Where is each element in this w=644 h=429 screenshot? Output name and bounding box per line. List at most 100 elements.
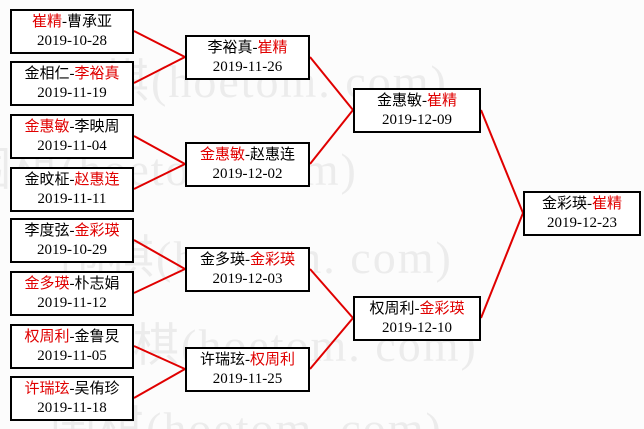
player-name: 金相仁	[24, 66, 70, 82]
player-separator: -	[245, 147, 250, 163]
match-date: 2019-11-25	[212, 371, 283, 387]
player-name: 金多瑛	[24, 276, 70, 292]
match-date: 2019-10-29	[37, 242, 107, 258]
player-name: 金旼柾	[24, 172, 70, 188]
match-box-r1-5: 李度弦-金彩瑛 2019-10-29	[10, 218, 134, 263]
player-separator: -	[69, 172, 75, 188]
connector-line	[480, 212, 524, 319]
player-name: 金彩瑛	[541, 196, 587, 212]
player-separator: -	[245, 252, 250, 268]
match-box-r1-1: 崔精-曹承亚 2019-10-28	[10, 9, 134, 54]
connector-line	[309, 109, 354, 165]
match-date: 2019-12-09	[382, 112, 452, 128]
match-box-r1-7: 权周利-金鲁炅 2019-11-05	[10, 324, 134, 369]
match-players: 金相仁-李裕真	[12, 65, 132, 84]
match-date: 2019-10-28	[37, 33, 107, 49]
match-players: 金惠敏-崔精	[355, 92, 479, 111]
match-date: 2019-11-18	[37, 400, 107, 416]
player-name: 吴侑珍	[74, 381, 120, 397]
match-box-final: 金彩瑛-崔精 2019-12-23	[523, 191, 641, 236]
match-box-r1-4: 金旼柾-赵惠连 2019-11-11	[10, 167, 134, 212]
player-name: 李度弦	[24, 223, 70, 239]
player-name: 崔精	[592, 196, 623, 212]
connector-line	[133, 135, 186, 165]
player-name: 金惠敏	[376, 93, 422, 109]
player-name: 赵惠连	[250, 147, 296, 163]
player-separator: -	[69, 66, 75, 82]
player-name: 许瑞玹	[199, 352, 245, 368]
match-date: 2019-12-03	[212, 271, 283, 287]
match-box-r2-3: 金多瑛-金彩瑛 2019-12-03	[185, 247, 310, 292]
player-separator: -	[69, 381, 75, 397]
player-separator: -	[422, 93, 427, 109]
match-players: 金旼柾-赵惠连	[12, 171, 132, 190]
connector-line	[133, 268, 186, 294]
player-separator: -	[69, 276, 75, 292]
match-players: 权周利-金鲁炅	[12, 328, 132, 347]
match-date: 2019-11-19	[37, 85, 107, 101]
match-players: 金彩瑛-崔精	[525, 195, 639, 214]
connector-line	[309, 268, 354, 319]
connector-line	[133, 239, 186, 270]
player-separator: -	[252, 40, 258, 56]
match-box-r2-1: 李裕真-崔精 2019-11-26	[185, 35, 310, 80]
player-name: 曹承亚	[67, 14, 113, 30]
match-players: 许瑞玹-权周利	[187, 351, 308, 370]
player-name: 金彩瑛	[250, 252, 296, 268]
player-name: 金多瑛	[199, 252, 245, 268]
player-name: 金鲁炅	[74, 329, 120, 345]
player-name: 金惠敏	[24, 119, 70, 135]
connector-line	[133, 368, 186, 399]
player-name: 李映周	[74, 119, 120, 135]
player-separator: -	[587, 196, 592, 212]
connector-line	[309, 317, 354, 370]
player-name: 崔精	[31, 14, 62, 30]
match-box-r1-3: 金惠敏-李映周 2019-11-04	[10, 114, 134, 159]
match-box-r1-8: 许瑞玹-吴侑珍 2019-11-18	[10, 376, 134, 421]
player-separator: -	[245, 352, 250, 368]
match-players: 崔精-曹承亚	[12, 13, 132, 32]
match-players: 金多瑛-金彩瑛	[187, 251, 308, 270]
player-name: 李裕真	[74, 66, 120, 82]
player-name: 赵惠连	[74, 172, 120, 188]
match-box-sf-1: 金惠敏-崔精 2019-12-09	[353, 88, 481, 133]
player-name: 崔精	[257, 40, 288, 56]
player-separator: -	[62, 14, 67, 30]
player-name: 李裕真	[207, 40, 253, 56]
connector-line	[133, 163, 186, 190]
match-players: 金惠敏-赵惠连	[187, 146, 308, 165]
player-separator: -	[414, 301, 420, 317]
match-date: 2019-12-10	[382, 320, 452, 336]
match-players: 李裕真-崔精	[187, 39, 308, 58]
match-box-sf-2: 权周利-金彩瑛 2019-12-10	[353, 296, 481, 341]
match-date: 2019-11-05	[37, 348, 107, 364]
match-players: 金惠敏-李映周	[12, 118, 132, 137]
match-date: 2019-11-12	[37, 295, 107, 311]
connector-line	[133, 56, 186, 84]
player-name: 许瑞玹	[24, 381, 70, 397]
player-separator: -	[69, 223, 75, 239]
match-players: 权周利-金彩瑛	[355, 300, 479, 319]
match-players: 金多瑛-朴志娟	[12, 275, 132, 294]
match-date: 2019-12-02	[212, 166, 283, 182]
connector-line	[133, 345, 186, 370]
match-date: 2019-12-23	[547, 215, 617, 231]
match-date: 2019-11-11	[37, 191, 107, 207]
player-name: 权周利	[369, 301, 415, 317]
player-name: 金彩瑛	[74, 223, 120, 239]
player-name: 崔精	[427, 93, 458, 109]
match-players: 许瑞玹-吴侑珍	[12, 380, 132, 399]
player-name: 金惠敏	[199, 147, 245, 163]
player-name: 权周利	[250, 352, 296, 368]
player-name: 金彩瑛	[419, 301, 465, 317]
connector-line	[480, 109, 524, 214]
match-box-r1-6: 金多瑛-朴志娟 2019-11-12	[10, 271, 134, 316]
player-name: 权周利	[24, 329, 70, 345]
connector-line	[309, 56, 354, 111]
match-date: 2019-11-26	[212, 59, 283, 75]
match-box-r2-2: 金惠敏-赵惠连 2019-12-02	[185, 142, 310, 187]
match-box-r1-2: 金相仁-李裕真 2019-11-19	[10, 61, 134, 106]
player-name: 朴志娟	[74, 276, 120, 292]
